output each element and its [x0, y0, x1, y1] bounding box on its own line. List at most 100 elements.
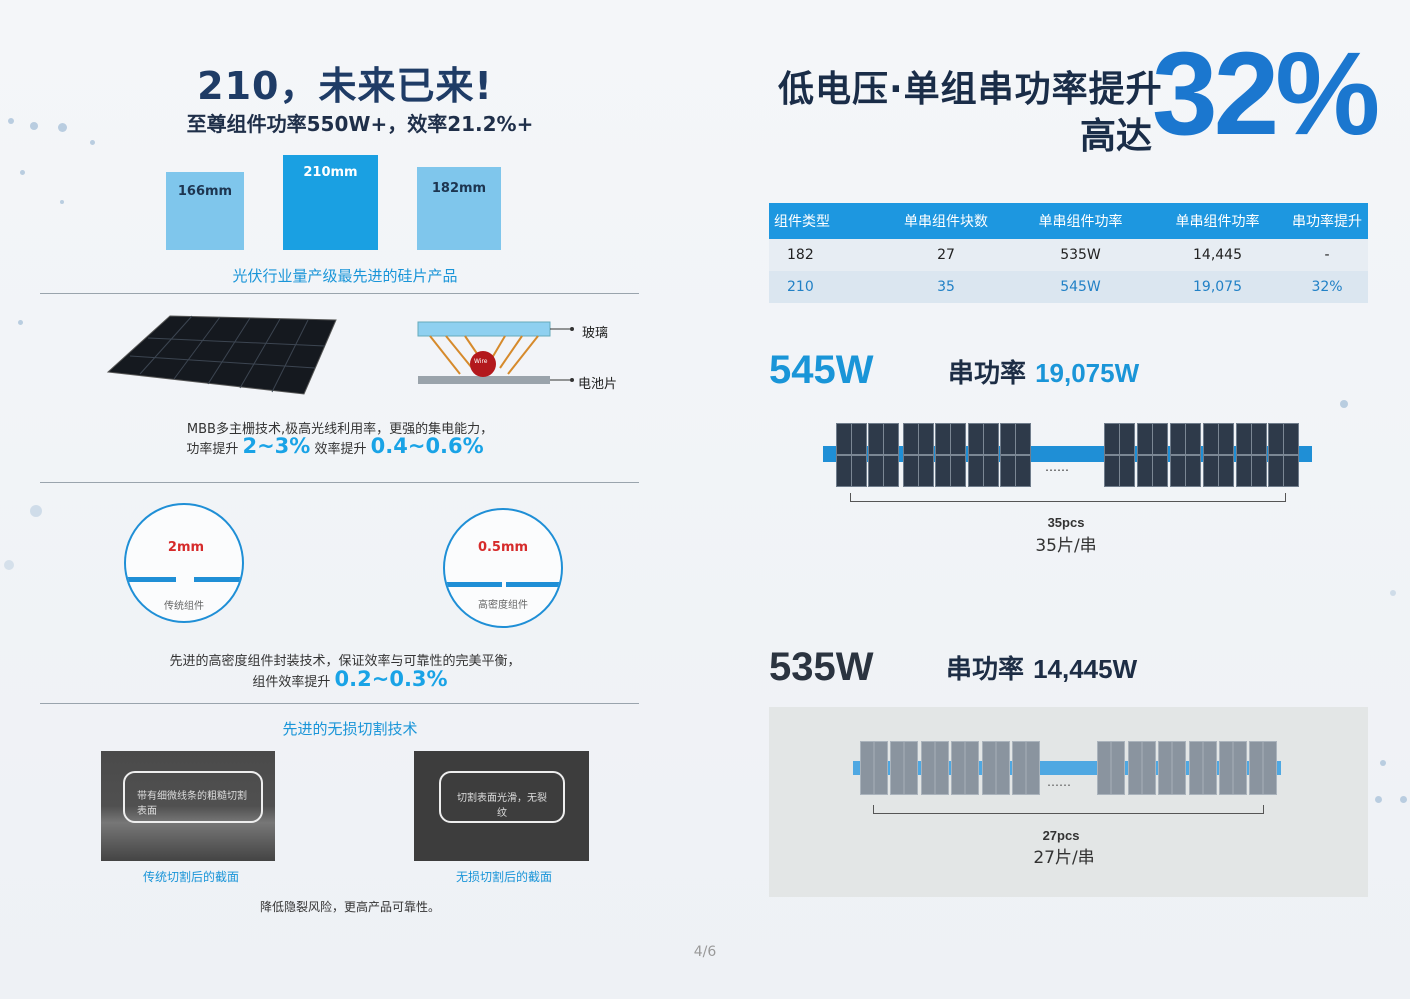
solar-panel-icon: [836, 423, 867, 487]
wafer-210-label: 210mm: [303, 165, 358, 180]
density-metrics: 组件效率提升 0.2~0.3%: [0, 667, 700, 691]
pcs-535: 27pcs: [1042, 828, 1080, 843]
solar-panel-icon: [1158, 741, 1186, 795]
high-density-label: 高密度组件: [478, 600, 528, 611]
solar-module-image: [106, 315, 337, 395]
table-header: 组件类型: [769, 203, 880, 239]
cutting-note: 降低隐裂风险，更高产品可靠性。: [259, 900, 440, 914]
string-dots-545: ……: [1045, 460, 1069, 474]
string-power-value: 19,075W: [1035, 358, 1140, 388]
solar-panel-icon: [1189, 741, 1217, 795]
bracket-535: [873, 805, 1264, 814]
solar-panel-icon: [868, 423, 899, 487]
table-cell: 19,075: [1149, 271, 1286, 303]
wafer-166: 166mm: [166, 172, 244, 250]
string-535-panel-box: [769, 707, 1368, 897]
density-eff-value: 0.2~0.3%: [334, 667, 448, 691]
traditional-module-circle: 2mm 传统组件: [124, 503, 244, 623]
wafer-210: 210mm: [283, 155, 378, 250]
divider: [40, 482, 639, 483]
cell-label: 电池片: [578, 377, 618, 392]
wafer-166-label: 166mm: [177, 184, 233, 199]
mbb-diagram: [417, 321, 574, 384]
high-density-circle: 0.5mm 高密度组件: [443, 508, 563, 628]
table-cell: 210: [769, 271, 880, 303]
table-header: 单串组件块数: [880, 203, 1012, 239]
traditional-cut-caption: 传统切割后的截面: [142, 870, 239, 884]
density-eff-prefix: 组件效率提升: [252, 675, 331, 690]
table-cell: 35: [880, 271, 1012, 303]
traditional-cut-photo: 带有细微线条的粗糙切割表面: [101, 751, 275, 861]
table-cell: -: [1286, 239, 1368, 271]
solar-panel-icon: [1268, 423, 1299, 487]
table-cell: 535W: [1012, 239, 1149, 271]
solar-panel-icon: [890, 741, 918, 795]
density-text: 先进的高密度组件封装技术，保证效率与可靠性的完美平衡，: [169, 654, 521, 669]
string-power-label: 串功率: [948, 359, 1027, 389]
high-density-gap: 0.5mm: [477, 540, 529, 555]
string-power-value: 14,445W: [1033, 654, 1138, 684]
table-header: 串功率提升: [1286, 203, 1368, 239]
solar-panel-icon: [1128, 741, 1156, 795]
table-cell: 182: [769, 239, 880, 271]
mbb-text: MBB多主栅技术,极高光线利用率，更强的集电能力，: [186, 422, 494, 437]
divider: [40, 293, 639, 294]
table-cell: 14,445: [1149, 239, 1286, 271]
table-cell: 32%: [1286, 271, 1368, 303]
table-header: 单串组件功率: [1149, 203, 1286, 239]
traditional-label: 传统组件: [164, 601, 204, 612]
divider: [40, 703, 639, 704]
solar-panel-icon: [1000, 423, 1031, 487]
right-title-line1: 低电压·单组串功率提升: [778, 69, 1163, 110]
string-power-label: 串功率: [946, 655, 1025, 685]
left-subtitle: 至尊组件功率550W+，效率21.2%+: [186, 112, 534, 136]
pcs-cn-535: 27片/串: [1033, 848, 1095, 868]
table-cell: 545W: [1012, 271, 1149, 303]
highlight-percent: 32%: [1152, 28, 1380, 160]
wafer-caption: 光伏行业量产级最先进的硅片产品: [232, 267, 458, 285]
solar-panel-icon: [1170, 423, 1201, 487]
lossless-cut-caption: 无损切割后的截面: [455, 870, 552, 884]
lossless-cut-bubble: 切割表面光滑，无裂纹: [439, 771, 565, 823]
comparison-table: 组件类型 单串组件块数 单串组件功率 单串组件功率 串功率提升 182 27 5…: [769, 203, 1368, 303]
solar-panel-icon: [903, 423, 934, 487]
solar-panel-icon: [1104, 423, 1135, 487]
mbb-power-value: 2~3%: [242, 434, 311, 458]
traditional-gap: 2mm: [167, 540, 205, 555]
table-header: 单串组件功率: [1012, 203, 1149, 239]
pcs-cn-545: 35片/串: [1035, 536, 1097, 556]
cutting-heading: 先进的无损切割技术: [282, 720, 418, 738]
mbb-metrics: 功率提升 2~3% 效率提升 0.4~0.6%: [0, 434, 670, 458]
table-cell: 27: [880, 239, 1012, 271]
string-dots-535: ……: [1047, 775, 1071, 789]
string-power-545: 串功率 19,075W: [948, 353, 1139, 390]
bracket-545: [850, 493, 1286, 502]
watt-535: 535W: [769, 645, 874, 689]
left-title: 210，未来已来!: [197, 64, 493, 108]
page-number: 4/6: [693, 944, 717, 960]
solar-panel-icon: [921, 741, 949, 795]
pcs-545: 35pcs: [1047, 515, 1085, 530]
solar-panel-icon: [1012, 741, 1040, 795]
mbb-eff-value: 0.4~0.6%: [370, 434, 484, 458]
solar-panel-icon: [1249, 741, 1277, 795]
table-header-row: 组件类型 单串组件块数 单串组件功率 单串组件功率 串功率提升: [769, 203, 1368, 239]
table-row: 210 35 545W 19,075 32%: [769, 271, 1368, 303]
solar-panel-icon: [951, 741, 979, 795]
solar-panel-icon: [1203, 423, 1234, 487]
mbb-eff-prefix: 效率提升: [314, 442, 367, 457]
solar-panel-icon: [982, 741, 1010, 795]
solar-panel-icon: [935, 423, 966, 487]
watt-545: 545W: [769, 348, 874, 392]
solar-panel-icon: [1219, 741, 1247, 795]
solar-panel-icon: [860, 741, 888, 795]
lossless-cut-photo: 切割表面光滑，无裂纹: [414, 751, 589, 861]
mbb-power-prefix: 功率提升: [186, 442, 239, 457]
solar-panel-icon: [1097, 741, 1125, 795]
solar-panel-icon: [968, 423, 999, 487]
wire-label: Wire: [474, 358, 488, 365]
right-title-line2: 高达: [1080, 116, 1153, 157]
string-power-535: 串功率 14,445W: [946, 649, 1137, 686]
traditional-cut-bubble: 带有细微线条的粗糙切割表面: [123, 771, 263, 823]
wafer-182: 182mm: [417, 167, 501, 250]
